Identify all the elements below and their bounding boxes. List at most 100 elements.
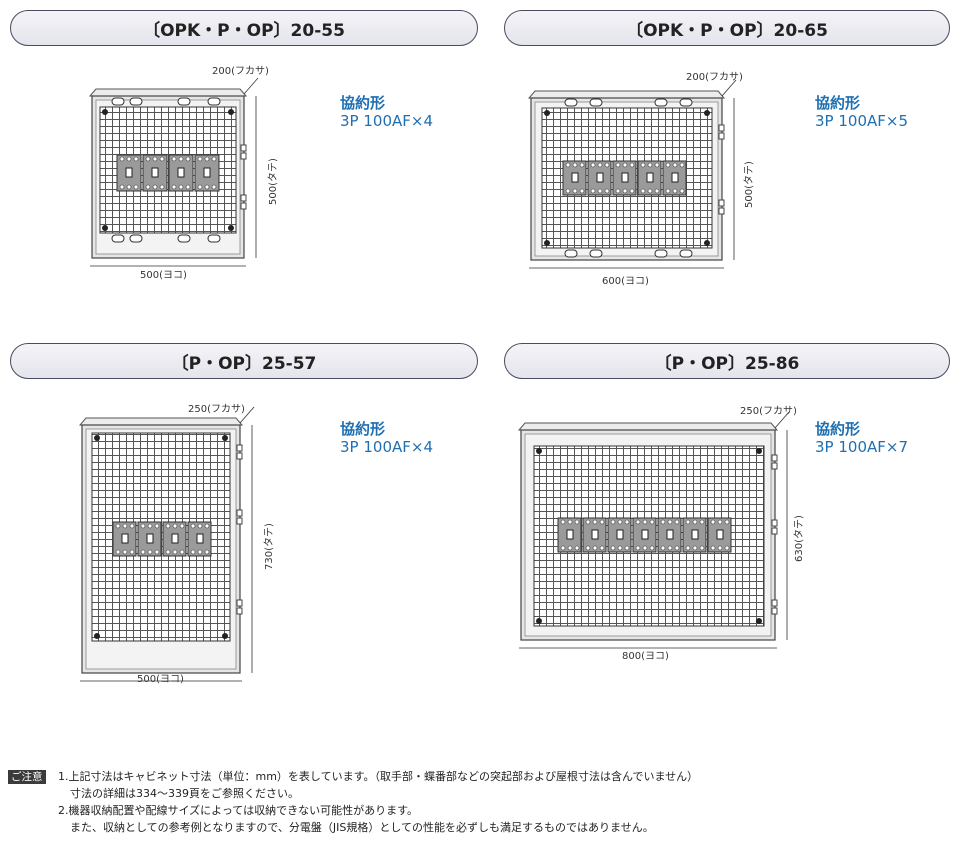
terminal [599, 545, 605, 551]
cabinet-roof [78, 417, 244, 426]
terminal [622, 188, 628, 194]
terminal [115, 523, 121, 529]
note-line-2: 寸法の詳細は334～339頁をご参照ください。 [70, 787, 299, 800]
terminal [654, 188, 660, 194]
terminal [649, 545, 655, 551]
height-label-4: 630(タテ) [794, 515, 805, 562]
terminal [171, 184, 177, 190]
terminal [585, 519, 591, 525]
knockout-slot [654, 249, 668, 258]
hinge [771, 607, 778, 615]
terminal [179, 523, 185, 529]
terminal [145, 184, 151, 190]
knockout-slot [177, 234, 191, 243]
knockout-slot [679, 249, 693, 258]
spec-value: 3P 100AF×4 [340, 438, 433, 456]
terminal [197, 549, 203, 555]
terminal [604, 162, 610, 168]
height-label-2: 500(タテ) [744, 161, 755, 208]
breaker-lever [591, 529, 599, 540]
note-line-1: 1.上記寸法はキャビネット寸法（単位：mm）を表しています。（取手部・蝶番部など… [58, 770, 699, 783]
cabinet-3 [78, 406, 255, 682]
terminal [674, 519, 680, 525]
spec-3: 協約形 3P 100AF×4 [340, 420, 433, 456]
terminal [604, 188, 610, 194]
screw [94, 633, 100, 639]
terminal [579, 188, 585, 194]
knockout-slot [111, 97, 125, 106]
breaker-lever [666, 529, 674, 540]
terminal [599, 519, 605, 525]
terminal [567, 545, 573, 551]
knockout-slot [177, 97, 191, 106]
terminal [565, 162, 571, 168]
terminal [179, 549, 185, 555]
terminal [165, 549, 171, 555]
breaker-lever [671, 172, 679, 183]
terminal [133, 156, 139, 162]
terminal [679, 162, 685, 168]
terminal [660, 519, 666, 525]
hinge [240, 194, 247, 202]
breaker-lever [716, 529, 724, 540]
spec-title: 協約形 [340, 94, 386, 112]
knockout-slot [129, 97, 143, 106]
terminal [154, 523, 160, 529]
hinge [236, 509, 243, 517]
terminal [129, 549, 135, 555]
spec-value: 3P 100AF×7 [815, 438, 908, 456]
breaker-lever [641, 529, 649, 540]
knockout-slot [679, 98, 693, 107]
terminal [147, 549, 153, 555]
terminal [629, 188, 635, 194]
terminal [197, 523, 203, 529]
terminal [152, 156, 158, 162]
screw [94, 435, 100, 441]
terminal [615, 162, 621, 168]
terminal [717, 519, 723, 525]
screw [536, 618, 542, 624]
terminal [647, 188, 653, 194]
knockout-slot [111, 234, 125, 243]
terminal [672, 188, 678, 194]
cabinet-1 [88, 77, 259, 267]
hinge [240, 202, 247, 210]
knockout-slot [589, 249, 603, 258]
terminal [640, 162, 646, 168]
screw [228, 225, 234, 231]
terminal [660, 545, 666, 551]
terminal [699, 545, 705, 551]
height-label-1: 500(タテ) [268, 158, 279, 205]
breaker-lever [566, 529, 574, 540]
terminal [572, 188, 578, 194]
knockout-slot [589, 98, 603, 107]
breaker-lever [596, 172, 604, 183]
terminal [617, 545, 623, 551]
terminal [679, 188, 685, 194]
cabinet-4 [517, 411, 790, 649]
terminal [674, 545, 680, 551]
knockout-slot [129, 234, 143, 243]
screw [536, 448, 542, 454]
terminal [140, 523, 146, 529]
hinge [236, 607, 243, 615]
hinge [236, 444, 243, 452]
terminal [165, 523, 171, 529]
hinge [771, 454, 778, 462]
depth-label-2: 200(フカサ) [686, 72, 743, 83]
terminal [560, 519, 566, 525]
terminal [560, 545, 566, 551]
terminal [140, 549, 146, 555]
spec-2: 協約形 3P 100AF×5 [815, 94, 908, 130]
hinge [771, 462, 778, 470]
terminal [624, 519, 630, 525]
terminal [122, 523, 128, 529]
terminal [615, 188, 621, 194]
terminal [171, 156, 177, 162]
screw [704, 110, 710, 116]
terminal [710, 519, 716, 525]
screw [228, 109, 234, 115]
terminal [597, 188, 603, 194]
screw [704, 240, 710, 246]
